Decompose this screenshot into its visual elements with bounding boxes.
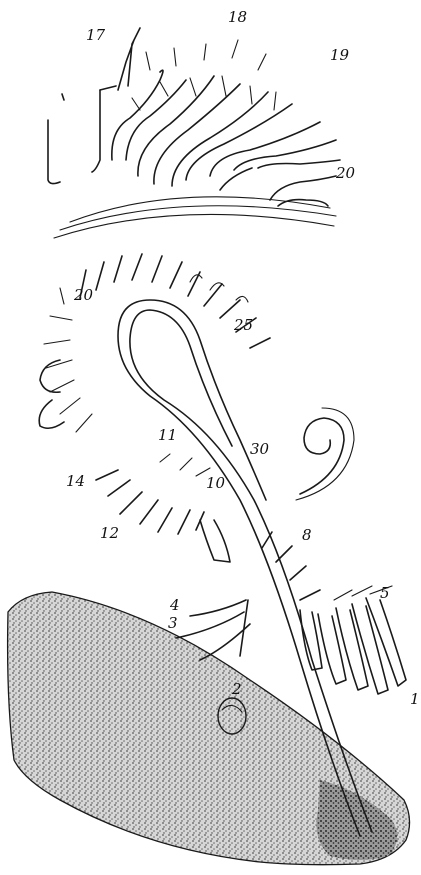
label-30: 30 xyxy=(250,440,270,458)
label-11: 11 xyxy=(158,426,177,444)
label-18: 18 xyxy=(228,8,247,26)
figure-labels: 17 18 19 20 20 25 30 11 10 14 12 8 5 4 3… xyxy=(66,8,420,708)
label-2: 2 xyxy=(231,680,242,698)
label-3: 3 xyxy=(168,614,178,632)
label-25: 25 xyxy=(233,316,253,334)
label-1: 1 xyxy=(410,690,420,708)
label-17: 17 xyxy=(86,26,106,44)
label-14: 14 xyxy=(66,472,85,490)
label-20-upper: 20 xyxy=(335,164,356,182)
label-12: 12 xyxy=(100,524,119,542)
label-4: 4 xyxy=(169,596,180,614)
label-8: 8 xyxy=(302,526,312,544)
main-specimen-drawing xyxy=(8,254,410,865)
label-20-lower: 20 xyxy=(73,286,94,304)
label-10: 10 xyxy=(206,474,226,492)
label-5: 5 xyxy=(380,584,390,602)
detail-drawing xyxy=(48,28,340,238)
label-19: 19 xyxy=(330,46,350,64)
